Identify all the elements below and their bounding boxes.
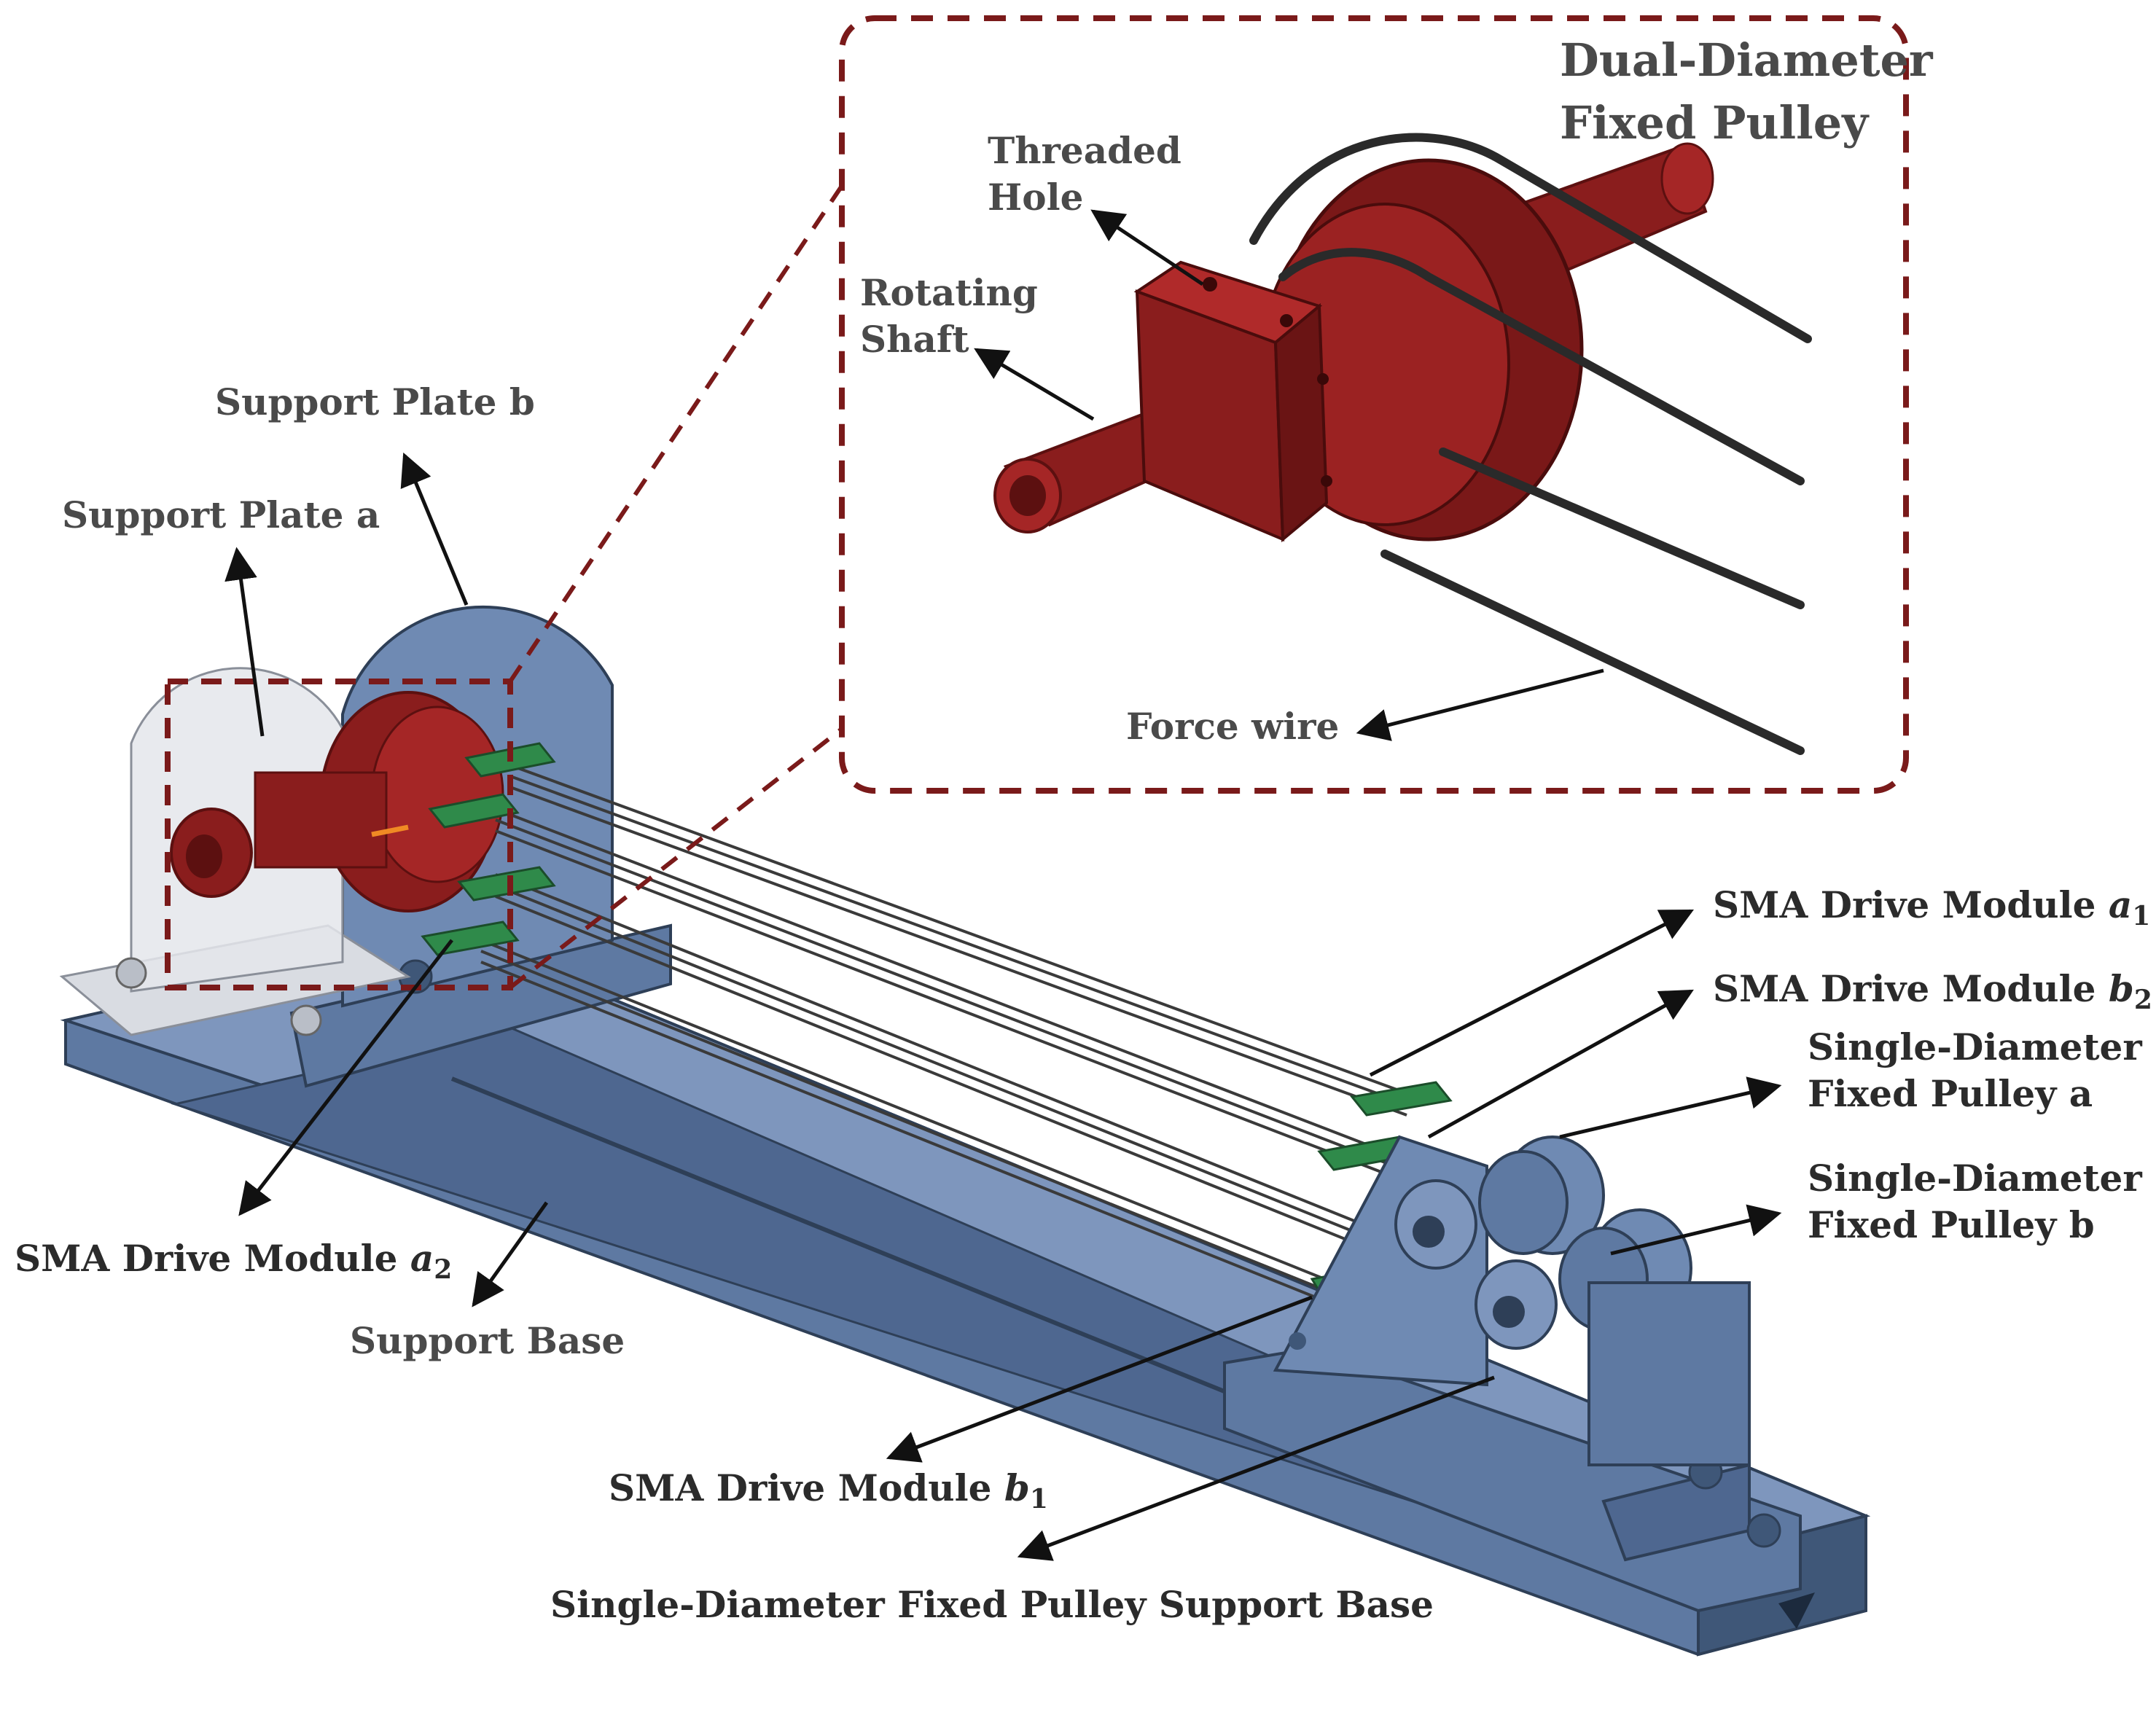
label-support-base: Support Base <box>350 1319 625 1362</box>
force-wires <box>480 764 1407 1306</box>
sma-a2-sub: 2 <box>434 1254 453 1285</box>
arrow-pulley-a <box>1559 1076 1782 1139</box>
single-diameter-pulley-b <box>1475 1208 1751 1466</box>
pulley-a-line2: Fixed Pulley a <box>1808 1072 2093 1115</box>
arrow-sma-a1 <box>1369 909 1695 1077</box>
sma-b2-prefix: SMA Drive Module <box>1713 967 2109 1010</box>
label-support-plate-b: Support Plate b <box>215 380 535 423</box>
pulley-assembly-small <box>170 691 504 912</box>
sma-b2-var: b <box>2108 967 2134 1010</box>
sma-a2-prefix: SMA Drive Module <box>15 1237 410 1280</box>
arrow-sma-b2 <box>1427 989 1694 1139</box>
threaded-hole-line2: Hole <box>988 176 1084 219</box>
label-sma-b1: SMA Drive Module b1 <box>609 1465 1048 1514</box>
single-diameter-pulley-a <box>1394 1135 1605 1270</box>
arrow-support-plate-a <box>224 547 265 737</box>
sma-b1-prefix: SMA Drive Module <box>609 1466 1004 1509</box>
arrow-support-plate-b <box>400 452 469 606</box>
sma-b2-sub: 2 <box>2133 985 2152 1015</box>
threaded-hole-line1: Threaded <box>988 129 1181 172</box>
pulley-b-line1: Single-Diameter <box>1808 1157 2142 1200</box>
sma-b1-var: b <box>1004 1466 1030 1509</box>
rotating-shaft-line1: Rotating <box>860 271 1038 314</box>
label-pulley-b: Single-Diameter Fixed Pulley b <box>1808 1155 2142 1248</box>
sma-a1-var: a <box>2108 883 2133 926</box>
leader-arrows <box>224 209 1782 1561</box>
arrow-sma-a2 <box>238 939 453 1216</box>
label-sma-a1: SMA Drive Module a1 <box>1713 882 2151 931</box>
label-support-plate-a: Support Plate a <box>62 493 380 536</box>
arrow-support-base <box>472 1201 549 1307</box>
sma-a1-sub: 1 <box>2132 901 2151 931</box>
arrow-pulley-b <box>1610 1204 1782 1256</box>
connector-line-bottom <box>509 727 843 990</box>
label-pulley-support-base: Single-Diameter Fixed Pulley Support Bas… <box>550 1583 1434 1626</box>
arrow-sma-b1 <box>886 1295 1313 1463</box>
label-rotating-shaft: Rotating Shaft <box>860 270 1038 363</box>
label-pulley-a: Single-Diameter Fixed Pulley a <box>1808 1024 2142 1117</box>
dual-diameter-line2: Fixed Pulley <box>1560 95 1869 149</box>
rotating-shaft-line2: Shaft <box>860 318 969 361</box>
sma-a2-var: a <box>410 1237 434 1280</box>
arrow-pulley-support-base <box>1017 1375 1495 1561</box>
detail-frame-small <box>165 679 513 990</box>
arrow-threaded-hole <box>1090 209 1204 286</box>
dual-diameter-line1: Dual-Diameter <box>1560 34 1933 87</box>
label-sma-b2: SMA Drive Module b2 <box>1713 966 2152 1015</box>
label-sma-a2: SMA Drive Module a2 <box>15 1235 453 1285</box>
sma-b1-sub: 1 <box>1029 1484 1048 1514</box>
pulley-a-line1: Single-Diameter <box>1808 1025 2142 1068</box>
label-dual-diameter-title: Dual-Diameter Fixed Pulley <box>1560 29 1933 154</box>
connector-line-top <box>508 184 844 683</box>
label-force-wire: Force wire <box>1126 705 1340 748</box>
sma-a1-prefix: SMA Drive Module <box>1713 883 2109 926</box>
arrow-force-wire <box>1356 668 1604 741</box>
arrow-rotating-shaft <box>974 348 1095 421</box>
label-threaded-hole: Threaded Hole <box>988 128 1181 221</box>
pulley-b-line2: Fixed Pulley b <box>1808 1203 2095 1246</box>
